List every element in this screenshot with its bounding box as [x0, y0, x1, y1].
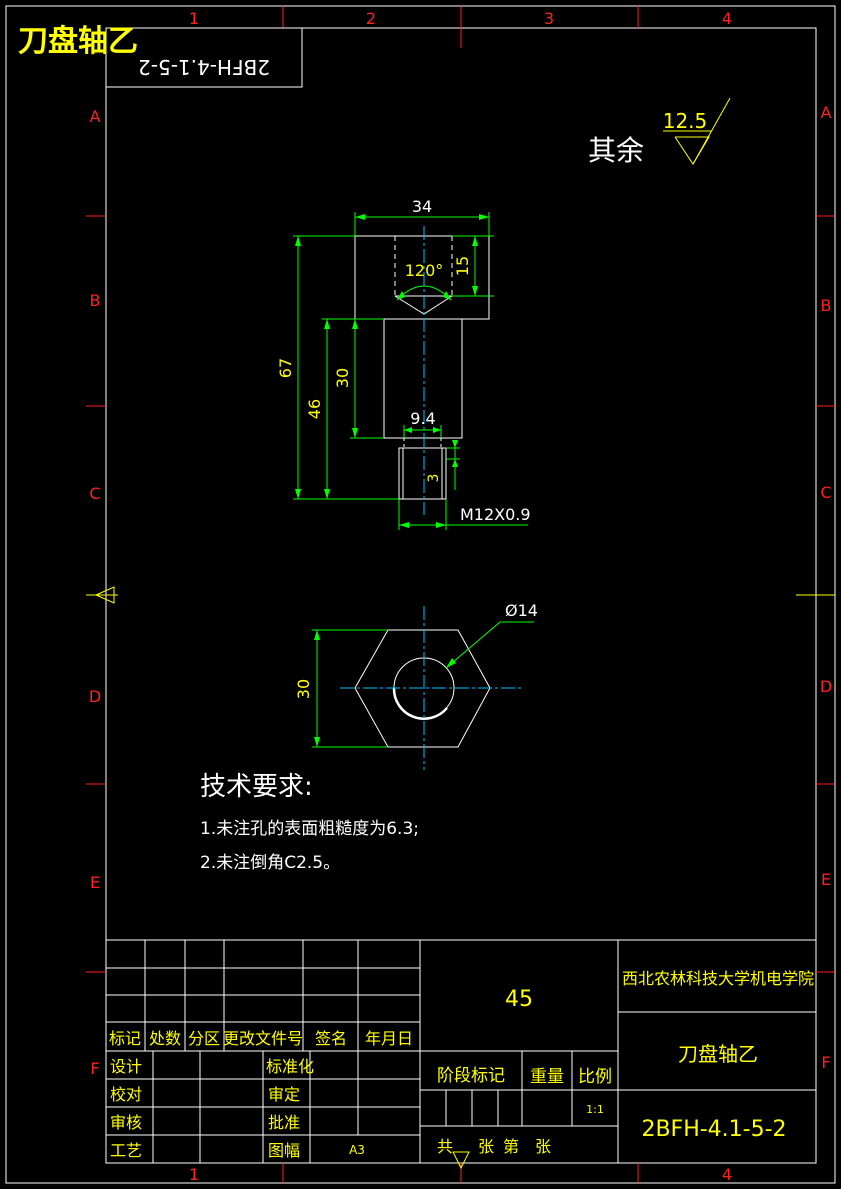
roughness-symbol — [663, 97, 731, 165]
roughness-value: 12.5 — [663, 109, 708, 133]
dim-length-46: 46 — [305, 399, 324, 419]
dimension-lines — [293, 212, 528, 530]
tb-role-audit: 审定 — [268, 1085, 300, 1104]
dim-thread-len: 3 — [426, 474, 442, 483]
dim-cone-angle: 120° — [405, 261, 444, 280]
dim-top-width: 34 — [412, 197, 432, 216]
tb-role-design: 设计 — [110, 1057, 142, 1076]
tb-scale-label: 比例 — [578, 1067, 612, 1087]
zone-row-b-left: B — [90, 291, 101, 310]
tb-header-sign: 签名 — [315, 1029, 347, 1048]
tb-scale-value: 1:1 — [586, 1103, 604, 1116]
corner-title: 刀盘轴乙 — [18, 24, 138, 59]
zone-row-d-left: D — [89, 687, 101, 706]
zone-ticks — [86, 6, 835, 1183]
tb-role-process: 工艺 — [110, 1141, 142, 1160]
tb-header-mark: 标记 — [109, 1029, 141, 1048]
tb-weight-label: 重量 — [530, 1067, 564, 1087]
centering-marks — [86, 586, 835, 1170]
tb-role-review: 审核 — [110, 1113, 142, 1132]
tb-role-standard: 标准化 — [266, 1057, 314, 1076]
tech-requirements-title: 技术要求: — [200, 772, 313, 802]
zone-row-b-right: B — [821, 296, 832, 315]
tb-sheets-unit-1: 张 — [478, 1137, 494, 1156]
tb-material: 45 — [505, 987, 533, 1012]
counterbore-hidden-lines — [394, 236, 453, 296]
dimension-arrows — [295, 214, 489, 528]
tb-sheets-no: 第 — [503, 1137, 519, 1156]
roughness-label: 其余 — [588, 134, 644, 167]
hex-dimension — [312, 621, 534, 748]
zone-row-f-right: F — [821, 1053, 830, 1072]
zone-row-e-right: E — [821, 870, 831, 889]
dim-hole-dia: Ø14 — [505, 601, 538, 620]
zone-col-4-top: 4 — [722, 9, 732, 28]
tb-header-count: 处数 — [149, 1029, 181, 1048]
tb-sheets-unit-2: 张 — [535, 1137, 551, 1156]
tb-part-name: 刀盘轴乙 — [678, 1042, 758, 1066]
tb-drawing-no: 2BFH-4.1-5-2 — [641, 1117, 786, 1142]
code-box — [105, 27, 303, 88]
dim-neck-dia: 9.4 — [410, 409, 435, 428]
zone-row-c-right: C — [820, 483, 831, 502]
zone-row-a-left: A — [90, 107, 101, 126]
zone-col-3-top: 3 — [544, 9, 554, 28]
title-block-grid — [106, 939, 816, 1163]
tb-role-check: 校对 — [110, 1085, 142, 1104]
tb-header-date: 年月日 — [365, 1029, 413, 1048]
dim-total-length: 67 — [276, 358, 295, 378]
dim-length-30: 30 — [333, 368, 352, 388]
zone-col-4-bottom: 4 — [722, 1165, 732, 1184]
hex-dimension-arrows — [314, 630, 456, 747]
tb-role-approve: 批准 — [268, 1113, 300, 1132]
tb-school: 西北农林科技大学机电学院 — [622, 969, 814, 988]
front-view-outline — [354, 235, 490, 500]
zone-row-e-left: E — [90, 873, 100, 892]
zone-row-f-left: F — [90, 1059, 99, 1078]
tb-role-format: 图幅 — [268, 1141, 300, 1160]
zone-col-1-bottom: 1 — [189, 1165, 199, 1184]
thread-lines — [402, 448, 443, 499]
zone-row-c-left: C — [89, 484, 100, 503]
thread-arc — [392, 687, 448, 720]
dim-hex-size: 30 — [294, 679, 313, 699]
tech-requirement-1: 1.未注孔的表面粗糙度为6.3; — [200, 819, 419, 839]
mirrored-code: 2BFH-4.1-5-2 — [138, 55, 270, 79]
zone-col-2-top: 2 — [366, 9, 376, 28]
tech-requirement-2: 2.未注倒角C2.5。 — [200, 853, 340, 873]
dim-thread: M12X0.9 — [460, 505, 531, 524]
tb-sheets-total: 共 — [437, 1137, 453, 1156]
zone-col-1-top: 1 — [189, 9, 199, 28]
hexagon-outline — [354, 629, 491, 748]
tb-sheet-size: A3 — [349, 1143, 365, 1157]
neck-undercut — [403, 438, 442, 448]
tb-header-doc: 更改文件号 — [223, 1029, 303, 1048]
tb-header-zone: 分区 — [188, 1029, 220, 1048]
hex-centerlines — [340, 606, 522, 770]
dim-counterbore-depth: 15 — [453, 256, 472, 276]
zone-row-d-right: D — [820, 677, 832, 696]
zone-row-a-right: A — [821, 103, 832, 122]
tb-stage-label: 阶段标记 — [437, 1066, 505, 1086]
